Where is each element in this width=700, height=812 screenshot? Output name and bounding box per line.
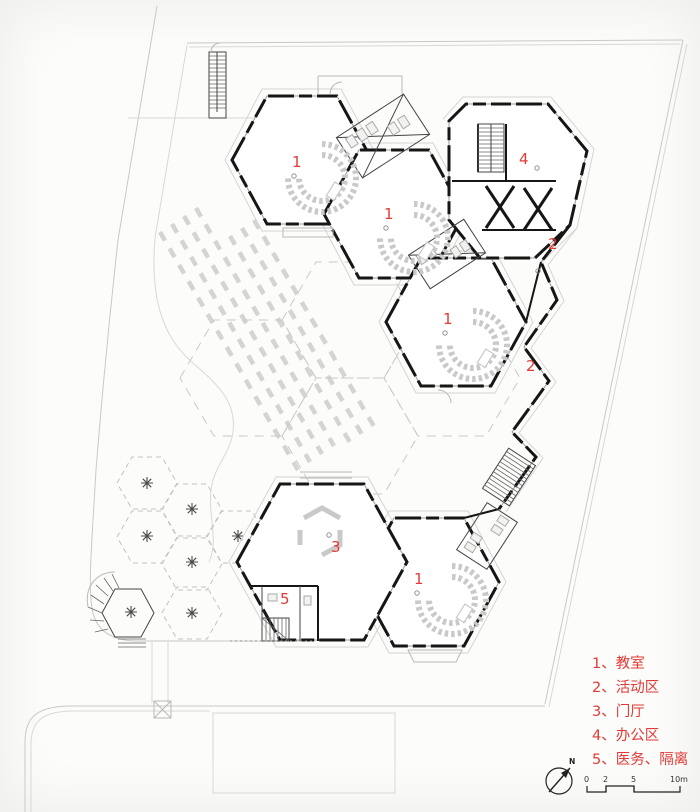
foyer-hex <box>235 482 409 642</box>
seating-arc-1a <box>285 141 359 215</box>
room-label-activity-upper: 2 <box>548 235 558 253</box>
room-label-classroom-1c: 1 <box>443 310 453 328</box>
gazebo <box>86 571 155 648</box>
garden-hex-cells <box>116 456 268 640</box>
legend-item-activity: 2、活动区 <box>592 680 660 696</box>
seating-arc-1c <box>436 308 510 382</box>
room-number-labels: 1 1 1 1 2 2 3 4 5 <box>280 150 558 608</box>
office-stair-icon <box>477 123 505 173</box>
room-label-foyer: 3 <box>331 538 341 556</box>
room-label-classroom-1a: 1 <box>292 153 302 171</box>
playground-stripes <box>158 206 378 472</box>
legend-item-office: 4、办公区 <box>592 728 660 744</box>
service-block-3 <box>455 502 519 570</box>
corridor-band <box>463 224 572 519</box>
scale-bar: 0 2 5 10m <box>584 775 688 793</box>
scale-tick-0: 0 <box>584 775 589 784</box>
legend-item-foyer: 3、门厅 <box>592 704 645 720</box>
room-label-medical: 5 <box>280 590 290 608</box>
north-compass: N <box>545 757 575 795</box>
room-center-markers <box>291 165 541 596</box>
scale-tick-10m: 10m <box>670 775 688 784</box>
tree-icons <box>125 477 244 619</box>
compass-north-label: N <box>569 757 575 766</box>
compass-arrowhead-icon <box>561 768 570 778</box>
site-boundary-lines <box>24 5 688 812</box>
exterior-stair-tower <box>208 42 227 119</box>
room-label-classroom-1d: 1 <box>414 570 424 588</box>
seating-arc-1d <box>415 563 489 637</box>
legend: 1、教室 2、活动区 3、门厅 4、办公区 5、医务、隔离 <box>592 652 698 772</box>
legend-item-medical: 5、医务、隔离 <box>592 752 689 768</box>
stair-icons <box>261 123 537 642</box>
scale-tick-2: 2 <box>603 775 608 784</box>
seating-arc-1b <box>377 201 451 275</box>
service-block-1 <box>335 93 431 179</box>
entry-details <box>230 75 463 663</box>
room-label-activity-lower: 2 <box>526 357 536 375</box>
office-wing <box>447 102 589 260</box>
room-label-office: 4 <box>519 150 529 168</box>
medical-room-walls <box>249 585 319 641</box>
classroom-seating-arcs <box>285 141 510 637</box>
corridor-stair-icon <box>481 447 537 507</box>
room-label-classroom-1b: 1 <box>384 205 394 223</box>
legend-item-classroom: 1、教室 <box>592 656 645 672</box>
foyer-spiral-icon <box>297 505 343 558</box>
scale-tick-5: 5 <box>631 775 636 784</box>
